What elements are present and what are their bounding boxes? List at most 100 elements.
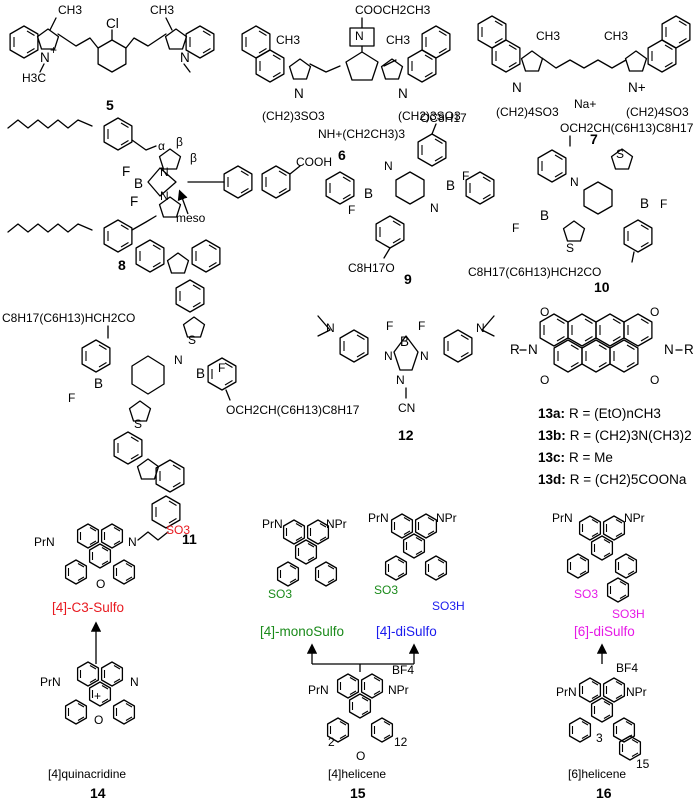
c8-number: 8 <box>118 257 126 273</box>
c14d-o: O <box>96 577 105 591</box>
c8-meso: meso <box>176 211 206 225</box>
c16-pos15: 15 <box>636 757 650 771</box>
c6-chain-left: (CH2)3SO3 <box>262 109 325 123</box>
c11-s-top: S <box>188 333 196 347</box>
compound-10: OCH2CH(C6H13)C8H17 S B B F F N S C8H17(C… <box>468 121 694 295</box>
c14d-label: [4]-C3-Sulfo <box>52 600 124 615</box>
c12-n-right: N <box>476 321 485 335</box>
c9-f2: F <box>462 169 469 183</box>
c11-f2: F <box>68 391 75 405</box>
c12-n2: N <box>420 349 429 363</box>
c15d-label: [4]-diSulfo <box>376 624 437 639</box>
c5-me1: CH3 <box>58 3 82 17</box>
c14-caption: [4]quinacridine <box>48 767 126 781</box>
c13-o2: O <box>540 373 549 387</box>
c5-cl: Cl <box>106 16 119 31</box>
c9-number: 9 <box>404 271 412 287</box>
compound-15-family: PrN NPr SO3 [4]-monoSulfo PrN NPr SO3 SO… <box>260 511 465 801</box>
c7-me-left: CH3 <box>536 29 560 43</box>
c10-thiophene-s-bottom: S <box>566 241 574 255</box>
c13-n-right: N <box>664 342 674 357</box>
c5-h3c: H3C <box>22 71 46 85</box>
c13-n-left: N <box>528 342 538 357</box>
c13c-line: 13c:R = Me <box>538 450 613 465</box>
c13-o3: O <box>650 305 659 319</box>
compound-5: Cl CH3 CH3 N + N H3C 5 <box>9 3 215 113</box>
c14d-prn: PrN <box>34 535 55 549</box>
c11-bottom-chain: OCH2CH(C6H13)C8H17 <box>226 403 360 417</box>
c5-me2: CH3 <box>150 3 174 17</box>
c12-n3: N <box>396 373 405 387</box>
c12-n1: N <box>384 349 393 363</box>
c6-n-right: N <box>398 86 408 101</box>
c10-top-chain: OCH2CH(C6H13)C8H17 <box>560 121 694 135</box>
c13-r-left: R <box>510 342 520 357</box>
c13b-line: 13b:R = (CH2)3N(CH3)2 <box>538 428 692 443</box>
c8-f2: F <box>130 194 138 209</box>
c13a-line: 13a:R = (EtO)nCH3 <box>538 406 661 421</box>
compound-12: N N B F F N N N CN 12 <box>317 315 495 443</box>
c9-b1: B <box>364 186 373 201</box>
c14-o: O <box>94 713 103 727</box>
c16-npr: NPr <box>626 685 647 699</box>
c15m-npr: NPr <box>326 517 347 531</box>
c5-n2: N <box>180 50 190 65</box>
c11-f1: F <box>218 361 225 375</box>
c11-s-bottom: S <box>134 417 142 431</box>
c8-f1: F <box>122 164 130 179</box>
c10-b1: B <box>640 196 649 211</box>
compound-11: S C8H17(C6H13)HCH2CO B B F F N S OCH2CH(… <box>2 239 360 547</box>
c12-cn: CN <box>398 401 415 415</box>
c15-number: 15 <box>350 785 366 801</box>
c9-n2: N <box>430 201 439 215</box>
c9-f1: F <box>348 203 355 217</box>
c5-nplus: + <box>50 43 57 57</box>
c16d-label: [6]-diSulfo <box>574 624 635 639</box>
c12-f1: F <box>386 319 393 333</box>
c14-plus: + <box>94 689 101 703</box>
c16d-npr: NPr <box>624 511 645 525</box>
c12-n-left: N <box>326 321 335 335</box>
c6-number: 6 <box>338 147 346 163</box>
c15d-npr: NPr <box>436 511 457 525</box>
c8-n1: N <box>160 165 169 179</box>
c13d-line: 13d:R = (CH2)5COONa <box>538 472 687 487</box>
c16d-so3: SO3 <box>574 587 598 601</box>
compound-7: CH3 CH3 N N+ (CH2)4SO3 Na+ (CH2)4SO3 7 <box>477 15 691 147</box>
c16-prn: PrN <box>556 685 577 699</box>
c13-r-right: R <box>684 342 694 357</box>
c15-pos12: 12 <box>394 735 408 749</box>
c11-n: N <box>174 353 183 367</box>
c10-n: N <box>570 175 579 189</box>
c6-n-left: N <box>294 86 304 101</box>
c10-number: 10 <box>594 279 610 295</box>
c16d-prn: PrN <box>552 511 573 525</box>
c16-caption: [6]helicene <box>568 767 626 781</box>
c15-npr: NPr <box>388 683 409 697</box>
c11-b1: B <box>196 366 205 381</box>
c15-o: O <box>356 749 365 763</box>
compound-9: OC8H17 B B F F N N C8H17O 9 <box>325 111 495 287</box>
c12-number: 12 <box>398 427 414 443</box>
c9-oc8-bottom: C8H17O <box>348 261 395 275</box>
c7-chain-right: (CH2)4SO3 <box>626 105 689 119</box>
c15m-prn: PrN <box>262 517 283 531</box>
c10-f2: F <box>512 221 519 235</box>
c8-beta1: β <box>176 135 183 149</box>
c15m-so3: SO3 <box>268 587 292 601</box>
c14-number: 14 <box>90 785 106 801</box>
c8-alpha: α <box>158 139 165 153</box>
c7-me-right: CH3 <box>604 29 628 43</box>
c12-b: B <box>400 334 409 349</box>
c15-prn: PrN <box>308 683 329 697</box>
c14-prn: PrN <box>40 675 61 689</box>
c15-bf4: BF4 <box>392 663 414 677</box>
c10-bottom-chain: C8H17(C6H13)HCH2CO <box>468 265 601 279</box>
c11-top-chain: C8H17(C6H13)HCH2CO <box>2 311 135 325</box>
c8-beta2: β <box>190 151 197 165</box>
c15-pos2: 2 <box>328 735 335 749</box>
c15d-so3: SO3 <box>374 583 398 597</box>
c15-caption: [4]helicene <box>328 767 386 781</box>
compound-8: B F F N N α β β meso COOH 8 <box>7 117 332 273</box>
